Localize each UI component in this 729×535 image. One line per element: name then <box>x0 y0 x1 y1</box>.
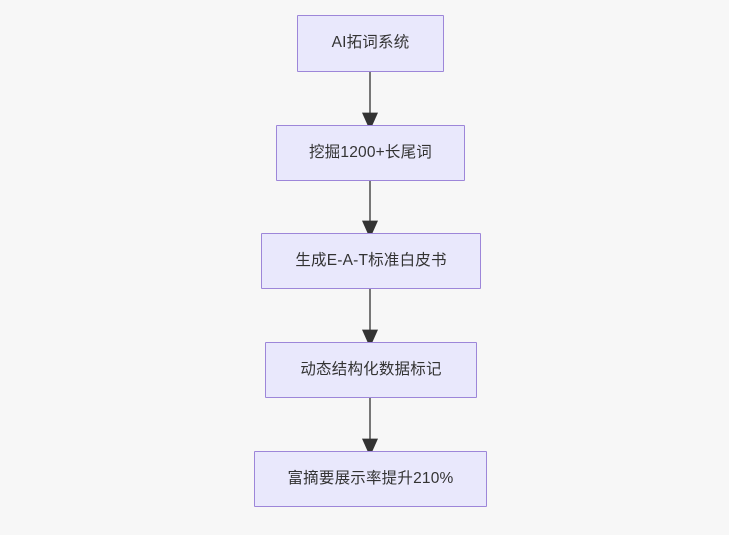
flow-node-dynamic-structured-data-markup[interactable]: 动态结构化数据标记 <box>265 342 477 398</box>
flow-node-mine-longtail-keywords[interactable]: 挖掘1200+长尾词 <box>276 125 465 181</box>
flow-node-label: 动态结构化数据标记 <box>300 360 442 378</box>
flow-node-label: 挖掘1200+长尾词 <box>308 143 433 161</box>
flow-node-label: 生成E-A-T标准白皮书 <box>295 251 447 269</box>
flow-node-ai-keyword-system[interactable]: AI拓词系统 <box>297 15 444 72</box>
flow-node-label: 富摘要展示率提升210% <box>287 469 454 487</box>
flow-node-label: AI拓词系统 <box>331 34 410 52</box>
flow-node-generate-eat-whitepaper[interactable]: 生成E-A-T标准白皮书 <box>261 233 481 289</box>
flow-node-rich-snippet-rate-increase[interactable]: 富摘要展示率提升210% <box>254 451 487 507</box>
